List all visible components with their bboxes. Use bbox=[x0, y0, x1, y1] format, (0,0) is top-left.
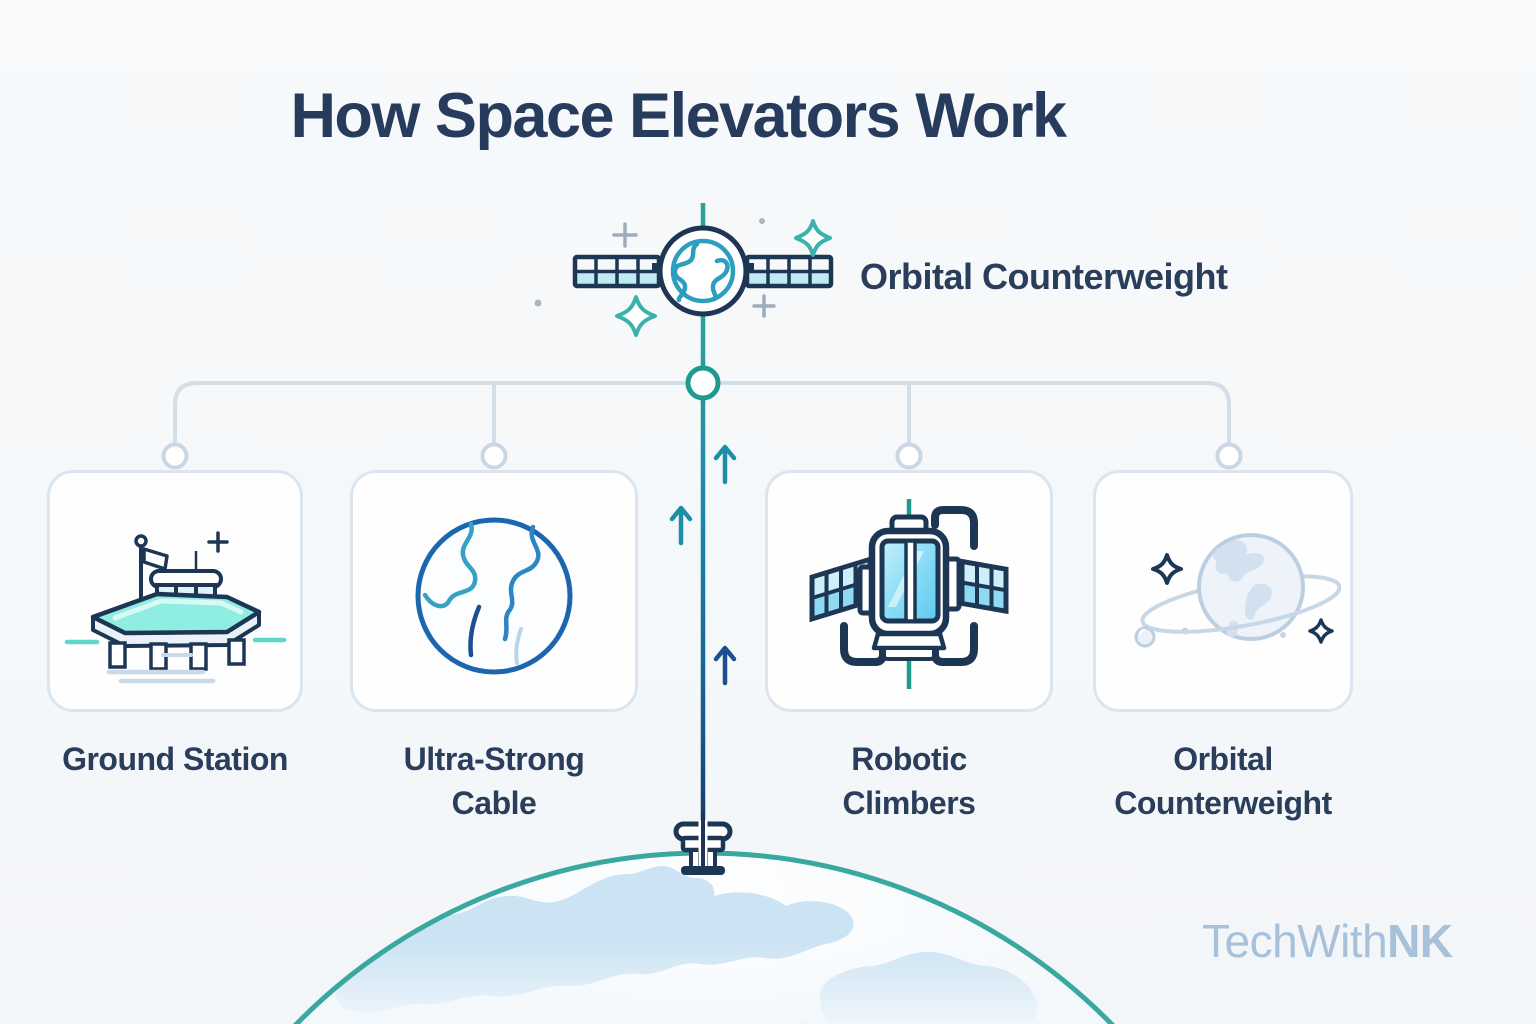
card-ground-station bbox=[47, 470, 303, 712]
watermark-suffix: NK bbox=[1387, 915, 1453, 967]
ground-station-icon bbox=[64, 531, 286, 684]
watermark: TechWithNK bbox=[1202, 914, 1453, 968]
robotic-climber-icon bbox=[809, 499, 1009, 689]
ringed-planet-icon bbox=[1134, 533, 1341, 648]
anchor-icon bbox=[673, 812, 733, 875]
watermark-prefix: TechWith bbox=[1202, 915, 1388, 967]
up-arrow-icon bbox=[669, 444, 737, 686]
page-title: How Space Elevators Work bbox=[290, 81, 1067, 151]
card-ultra-strong-cable bbox=[350, 470, 638, 712]
globe-icon bbox=[415, 517, 573, 675]
satellite-icon bbox=[572, 225, 834, 317]
connector-nodes bbox=[161, 442, 1243, 470]
label-ground-station: Ground Station bbox=[62, 741, 288, 777]
label-ultra-strong-cable: Ultra-Strong Cable bbox=[403, 741, 585, 821]
label-orbital-counterweight: Orbital Counterweight bbox=[1114, 741, 1332, 821]
card-robotic-climbers bbox=[765, 470, 1053, 712]
sparkle-icons bbox=[534, 218, 832, 337]
cable-node bbox=[685, 365, 721, 401]
label-robotic-climbers: Robotic Climbers bbox=[842, 741, 976, 821]
orbital-counterweight-label: Orbital Counterweight bbox=[860, 256, 1228, 297]
card-orbital-counterweight bbox=[1093, 470, 1353, 712]
